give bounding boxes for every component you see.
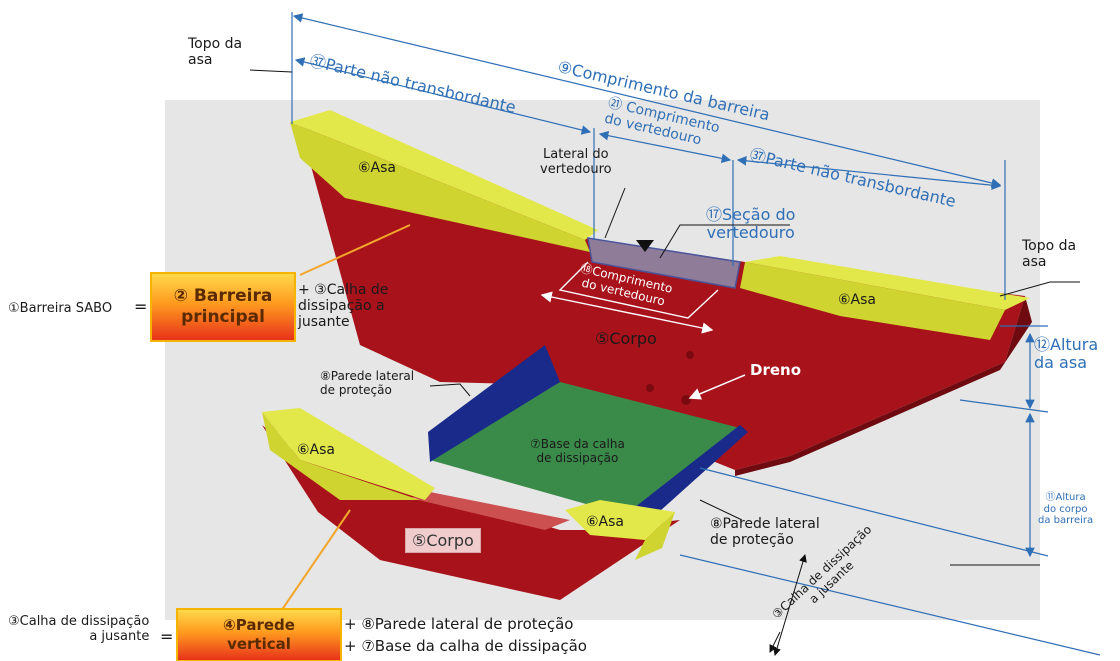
wing-top-right xyxy=(745,256,1030,310)
eq1-box-barreira-principal: ② Barreira principal xyxy=(150,272,296,342)
label-secao-vertedouro: ⑰Seção do vertedouro xyxy=(706,205,796,243)
side-wall-right xyxy=(625,425,748,520)
label-lateral-vertedouro: Lateral do vertedouro xyxy=(540,147,612,177)
eq1-plus: + ③Calha de dissipação a jusante xyxy=(298,282,389,331)
spillway-section xyxy=(587,237,741,289)
spillway-length-box xyxy=(558,261,719,319)
label-parede-lateral-bottom: ⑧Parede lateral de proteção xyxy=(710,516,820,549)
label-asa-lower-right: ⑥Asa xyxy=(586,514,625,530)
side-wall-left xyxy=(428,345,560,462)
label-topo-asa-right: Topo da asa xyxy=(1022,238,1077,271)
calha-dimension xyxy=(773,554,807,656)
eq2-equals: = xyxy=(160,627,174,646)
label-asa-top-left: ⑥Asa xyxy=(358,160,397,176)
drain-hole xyxy=(646,384,654,392)
wing-top-right-face xyxy=(740,262,1005,340)
label-topo-asa-left: Topo da asa xyxy=(188,36,243,69)
eq1-left: ①Barreira SABO xyxy=(8,301,113,316)
label-altura-asa: ⑫Altura da asa xyxy=(1034,335,1099,373)
water-level-marker xyxy=(636,240,654,252)
eq2-left: ③Calha de dissipação a jusante xyxy=(8,614,150,644)
label-asa-lower-left: ⑥Asa xyxy=(297,442,336,458)
drain-hole xyxy=(686,351,694,359)
callout-line-vertical xyxy=(274,509,351,621)
apron-floor xyxy=(430,382,740,515)
vertical-wall-top xyxy=(410,492,570,530)
label-corpo-lower: ⑤Corpo xyxy=(405,528,481,553)
wing-lower-left xyxy=(262,408,435,500)
leader-lines xyxy=(249,69,1080,653)
drain-arrow xyxy=(688,374,746,400)
spillway-length-dim xyxy=(540,291,714,334)
eq2-plus2: + ⑦Base da calha de dissipação xyxy=(344,637,587,655)
dimension-lines xyxy=(291,12,1101,656)
drain-hole xyxy=(681,395,691,405)
label-dreno: Dreno xyxy=(750,361,802,379)
label-asa-right: ⑥Asa xyxy=(838,292,877,308)
label-altura-corpo: ⑪Altura do corpo da barreira xyxy=(1038,492,1094,526)
callout-line-main xyxy=(299,224,411,276)
label-base-calha: ⑦Base da calha de dissipação xyxy=(530,437,625,465)
wing-lower-right xyxy=(565,500,675,540)
wing-lower-right-face xyxy=(635,512,675,560)
wing-lower-left-face xyxy=(262,412,420,500)
eq2-plus1: + ⑧Parede lateral de proteção xyxy=(344,615,574,633)
eq1-equals: = xyxy=(134,297,148,316)
lower-body xyxy=(262,425,680,600)
label-parede-lateral-top: ⑧Parede lateral de proteção xyxy=(320,369,415,397)
eq2-box-parede-vertical: ④Parede vertical xyxy=(176,608,342,661)
label-corpo-main: ⑤Corpo xyxy=(595,329,657,348)
